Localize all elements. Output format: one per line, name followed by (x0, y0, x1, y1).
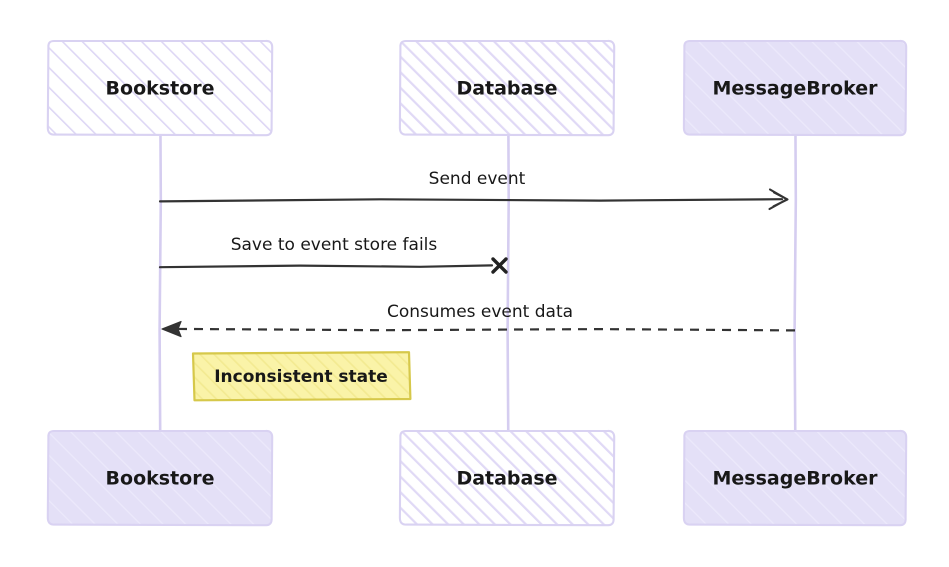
message-send-event-arrowhead (768, 188, 789, 211)
message-consumes-event-data[interactable]: Consumes event data (161, 302, 796, 338)
message-send-event-line (158, 198, 784, 203)
actor-label-messagebroker-top: MessageBroker (712, 78, 878, 100)
actor-label-database-bottom: Database (456, 468, 557, 490)
message-consumes-event-data-arrowhead (161, 320, 182, 338)
actor-box-bookstore-top-shape (46, 39, 274, 137)
message-consumes-event-data-label: Consumes event data (387, 302, 573, 322)
actor-box-messagebroker-top-shape (682, 39, 908, 137)
actor-label-database-top: Database (456, 78, 557, 100)
actor-box-database-top-shape (398, 39, 616, 137)
message-save-to-event-store-fails-label: Save to event store fails (231, 235, 438, 255)
actor-label-messagebroker-bottom: MessageBroker (712, 468, 878, 490)
actor-box-bookstore-bottom-shape (46, 429, 274, 527)
actor-box-database-bottom-shape (398, 429, 616, 527)
actor-label-bookstore-top: Bookstore (106, 78, 215, 100)
actor-box-database-bottom[interactable]: Database (398, 429, 616, 527)
message-save-to-event-store-fails-line (158, 264, 494, 269)
actor-box-database-top[interactable]: Database (398, 39, 616, 137)
message-save-to-event-store-fails-cross-icon (491, 257, 508, 274)
actor-box-messagebroker-bottom[interactable]: MessageBroker (682, 429, 908, 527)
actor-box-bookstore-top[interactable]: Bookstore (46, 39, 274, 137)
note-inconsistent-state[interactable]: Inconsistent state (191, 351, 412, 402)
message-save-to-event-store-fails[interactable]: Save to event store fails (158, 235, 508, 274)
note-inconsistent-state-label: Inconsistent state (214, 367, 388, 387)
message-send-event[interactable]: Send event (158, 169, 789, 211)
actor-box-bookstore-bottom[interactable]: Bookstore (46, 429, 274, 527)
actor-box-messagebroker-top[interactable]: MessageBroker (682, 39, 908, 137)
note-inconsistent-state-shape (191, 351, 412, 402)
actor-label-bookstore-bottom: Bookstore (106, 468, 215, 490)
actor-box-messagebroker-bottom-shape (682, 429, 908, 527)
message-send-event-label: Send event (429, 169, 526, 189)
message-consumes-event-data-line (175, 327, 796, 332)
